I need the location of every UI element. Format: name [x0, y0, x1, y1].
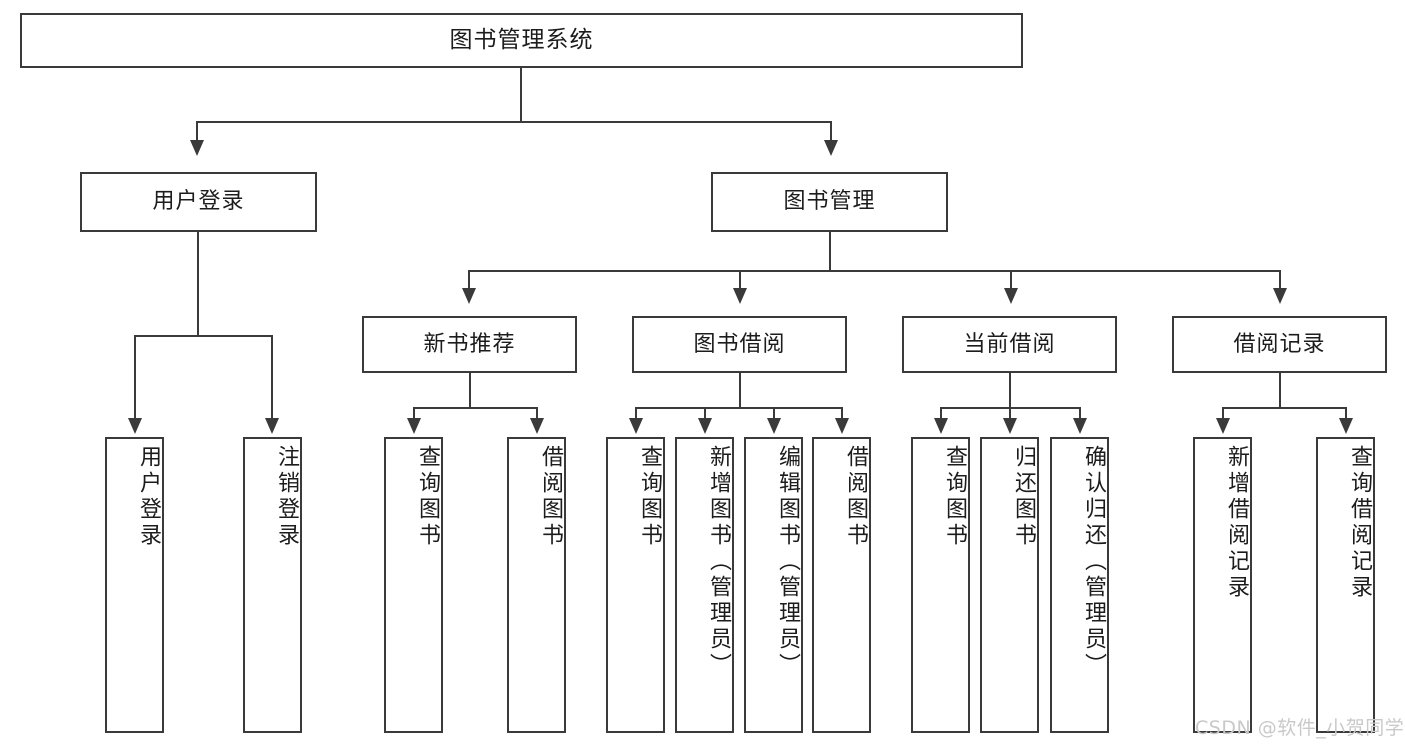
leaf-confirm-return-admin[interactable]: 确认归还（管理员）	[1050, 437, 1109, 733]
arrow-to-leaf-add-record	[1216, 418, 1230, 434]
arrow-to-leaf-query-book-3	[934, 418, 948, 434]
leaf-user-login[interactable]: 用户登录	[105, 437, 164, 733]
leaf-label: 查询图书	[942, 445, 967, 549]
connector-level3-drop-1	[468, 270, 470, 290]
leaf-query-book-2[interactable]: 查询图书	[606, 437, 665, 733]
arrow-to-current-borrow	[1004, 288, 1018, 304]
connector-root-bar	[196, 121, 832, 123]
arrow-to-leaf-add-book	[698, 418, 712, 434]
connector-root-trunk	[520, 68, 522, 121]
connector-bb-bar	[635, 407, 842, 409]
leaf-label: 编辑图书（管理员）	[775, 445, 800, 679]
connector-cb-drop-3	[1079, 407, 1081, 420]
arrow-to-leaf-logout	[265, 418, 279, 434]
connector-br-drop-1	[1222, 407, 1224, 420]
connector-user-login-drop-2	[271, 335, 273, 420]
leaf-logout-login[interactable]: 注销登录	[243, 437, 302, 733]
arrow-to-book-management	[824, 140, 838, 156]
leaf-label: 查询图书	[637, 445, 662, 549]
connector-br-drop-2	[1345, 407, 1347, 420]
leaf-query-borrow-record[interactable]: 查询借阅记录	[1316, 437, 1375, 733]
leaf-label: 查询图书	[415, 445, 440, 549]
connector-level3-drop-4	[1279, 270, 1281, 290]
connector-cb-drop-2	[1009, 407, 1011, 420]
connector-bb-drop-3	[773, 407, 775, 420]
connector-bb-drop-1	[635, 407, 637, 420]
arrow-to-user-login	[190, 140, 204, 156]
arrow-to-new-book-recommend	[462, 288, 476, 304]
node-current-borrow[interactable]: 当前借阅	[902, 316, 1117, 373]
leaf-label: 注销登录	[274, 445, 299, 549]
connector-user-login-drop-1	[134, 335, 136, 420]
leaf-add-borrow-record[interactable]: 新增借阅记录	[1193, 437, 1252, 733]
connector-nbr-trunk	[469, 373, 471, 407]
connector-nbr-bar	[413, 407, 537, 409]
leaf-add-book-admin[interactable]: 新增图书（管理员）	[675, 437, 734, 733]
leaf-label: 新增图书（管理员）	[706, 445, 731, 679]
arrow-to-leaf-query-book-1	[407, 418, 421, 434]
leaf-label: 借阅图书	[843, 445, 868, 549]
arrow-to-leaf-user-login	[128, 418, 142, 434]
node-book-management[interactable]: 图书管理	[711, 172, 948, 232]
node-user-login[interactable]: 用户登录	[80, 172, 317, 232]
leaf-label: 归还图书	[1011, 445, 1036, 549]
connector-nbr-drop-1	[413, 407, 415, 420]
connector-root-right-drop	[830, 121, 832, 143]
leaf-query-book-1[interactable]: 查询图书	[384, 437, 443, 733]
connector-bb-drop-4	[841, 407, 843, 420]
connector-user-login-trunk	[197, 232, 199, 335]
arrow-to-book-borrow	[733, 288, 747, 304]
connector-bb-trunk	[739, 373, 741, 407]
connector-br-bar	[1222, 407, 1346, 409]
arrow-to-leaf-confirm-return	[1073, 418, 1087, 434]
arrow-to-leaf-borrow-book-2	[835, 418, 849, 434]
arrow-to-borrow-record	[1273, 288, 1287, 304]
leaf-edit-book-admin[interactable]: 编辑图书（管理员）	[744, 437, 803, 733]
leaf-query-book-3[interactable]: 查询图书	[911, 437, 970, 733]
connector-level3-bar	[468, 270, 1280, 272]
node-book-management-system[interactable]: 图书管理系统	[20, 13, 1023, 68]
connector-root-left-drop	[196, 121, 198, 143]
connector-level3-drop-3	[1010, 270, 1012, 290]
leaf-label: 借阅图书	[538, 445, 563, 549]
connector-nbr-drop-2	[536, 407, 538, 420]
arrow-to-leaf-query-book-2	[629, 418, 643, 434]
leaf-return-book[interactable]: 归还图书	[980, 437, 1039, 733]
leaf-label: 查询借阅记录	[1347, 445, 1372, 601]
connector-br-trunk	[1279, 373, 1281, 407]
connector-cb-drop-1	[940, 407, 942, 420]
connector-level3-drop-2	[739, 270, 741, 290]
connector-book-management-trunk	[829, 232, 831, 270]
arrow-to-leaf-borrow-book-1	[530, 418, 544, 434]
connector-user-login-bar	[134, 335, 272, 337]
node-new-book-recommend[interactable]: 新书推荐	[362, 316, 577, 373]
node-book-borrow[interactable]: 图书借阅	[632, 316, 847, 373]
leaf-borrow-book-1[interactable]: 借阅图书	[507, 437, 566, 733]
node-borrow-record[interactable]: 借阅记录	[1172, 316, 1387, 373]
leaf-label: 新增借阅记录	[1224, 445, 1249, 601]
connector-bb-drop-2	[704, 407, 706, 420]
leaf-label: 确认归还（管理员）	[1081, 445, 1106, 679]
arrow-to-leaf-query-record	[1339, 418, 1353, 434]
arrow-to-leaf-edit-book	[767, 418, 781, 434]
arrow-to-leaf-return-book	[1003, 418, 1017, 434]
connector-cb-trunk	[1009, 373, 1011, 407]
leaf-label: 用户登录	[136, 445, 161, 549]
leaf-borrow-book-2[interactable]: 借阅图书	[812, 437, 871, 733]
